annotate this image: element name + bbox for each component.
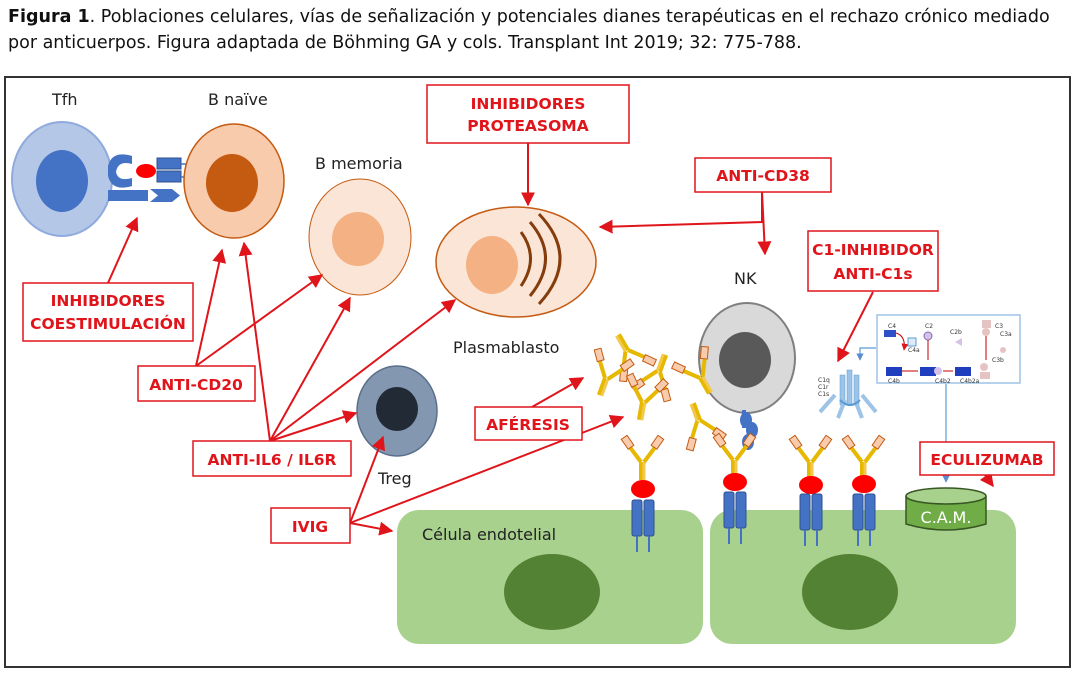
tfh-label: Tfh (51, 90, 78, 109)
proteasome-inhibitors-label-1: INHIBIDORES (471, 95, 586, 113)
c1s-label: C1s (818, 391, 829, 398)
er-arc-2 (528, 221, 547, 297)
cascade-graphics (884, 320, 1006, 379)
costimulation-inhibitors-box (22, 282, 194, 342)
anti-cd38-label: ANTI-CD38 (716, 167, 810, 185)
anti-cd38-box (694, 157, 832, 193)
cam-label: C.A.M. (921, 508, 972, 527)
caption-text: . Poblaciones celulares, vías de señaliz… (8, 7, 1050, 53)
ivig-box (270, 507, 351, 544)
c4b2a-label: C4b2a (960, 378, 980, 385)
anti-cd20-box (137, 365, 256, 402)
nk-nucleus (719, 332, 771, 388)
treg-label: Treg (377, 469, 412, 488)
mhc-block-bottom (156, 170, 182, 183)
c2b-label: C2b (950, 329, 962, 336)
apheresis-box (474, 406, 583, 441)
bound-antibody-1 (619, 433, 666, 553)
c1q-label: C1q (818, 377, 830, 384)
c4b2-label: C4b2 (935, 378, 951, 385)
c3-label: C3 (995, 323, 1003, 330)
costim-arrow-icon (150, 189, 180, 202)
anti-il6-label: ANTI-IL6 / IL6R (208, 451, 337, 469)
costimulation-inhibitors-label-1: INHIBIDORES (51, 292, 166, 310)
er-arc-1 (519, 231, 532, 287)
ivig-label: IVIG (292, 518, 328, 536)
plasmablast-label: Plasmablasto (453, 338, 559, 357)
anti-cd20-label: ANTI-CD20 (149, 376, 243, 394)
plasmablast-nucleus (466, 236, 518, 294)
mhc-block-top (156, 157, 182, 170)
c1-complex (818, 369, 878, 419)
b-naive-nucleus (206, 154, 258, 212)
treg-nucleus (376, 387, 418, 431)
endothelial-label: Célula endotelial (422, 525, 556, 544)
costimulation-inhibitors-label-2: COESTIMULACIÓN (30, 314, 186, 333)
c1-inhibitor-label-2: ANTI-C1s (833, 265, 912, 283)
bound-antibody-3 (787, 433, 834, 547)
c1-inhibitor-label-1: C1-INHIBIDOR (812, 241, 934, 259)
anti-il6-box (192, 440, 352, 477)
antigen-mhc-icon (136, 164, 156, 178)
figure-caption: Figura 1. Poblaciones celulares, vías de… (8, 4, 1078, 56)
bound-antibody-4 (840, 433, 887, 547)
c2-label: C2 (925, 323, 933, 330)
proteasome-inhibitors-box (426, 84, 630, 144)
b-memoria-label: B memoria (315, 154, 403, 173)
endothelial-nucleus-right (802, 554, 898, 630)
tcr-receptor (108, 154, 132, 188)
bound-antibody-2 (711, 431, 758, 545)
cam-cylinder (905, 487, 987, 531)
c3b-label: C3b (992, 357, 1004, 364)
eculizumab-box (919, 441, 1055, 476)
b-memoria-nucleus (332, 212, 384, 266)
inset-pointer (856, 347, 876, 361)
therapy-arrows (107, 143, 994, 536)
b-naive-label: B naïve (208, 90, 268, 109)
c1-inhibitor-box (807, 230, 939, 292)
er-arc-3 (537, 212, 562, 306)
cd28-bar (108, 190, 148, 201)
c3a-label: C3a (1000, 331, 1012, 338)
c1r-label: C1r (818, 384, 829, 391)
endothelial-nucleus-left (504, 554, 600, 630)
figure-label: Figura 1 (8, 7, 90, 27)
eculizumab-label: ECULIZUMAB (930, 451, 1043, 469)
tfh-nucleus (36, 150, 88, 212)
c4a-label: C4a (908, 347, 920, 354)
nk-label: NK (734, 269, 757, 288)
c4-label: C4 (888, 323, 896, 330)
c4b-label: C4b (888, 378, 900, 385)
proteasome-inhibitors-label-2: PROTEASOMA (467, 117, 588, 135)
apheresis-label: AFÉRESIS (486, 415, 570, 434)
